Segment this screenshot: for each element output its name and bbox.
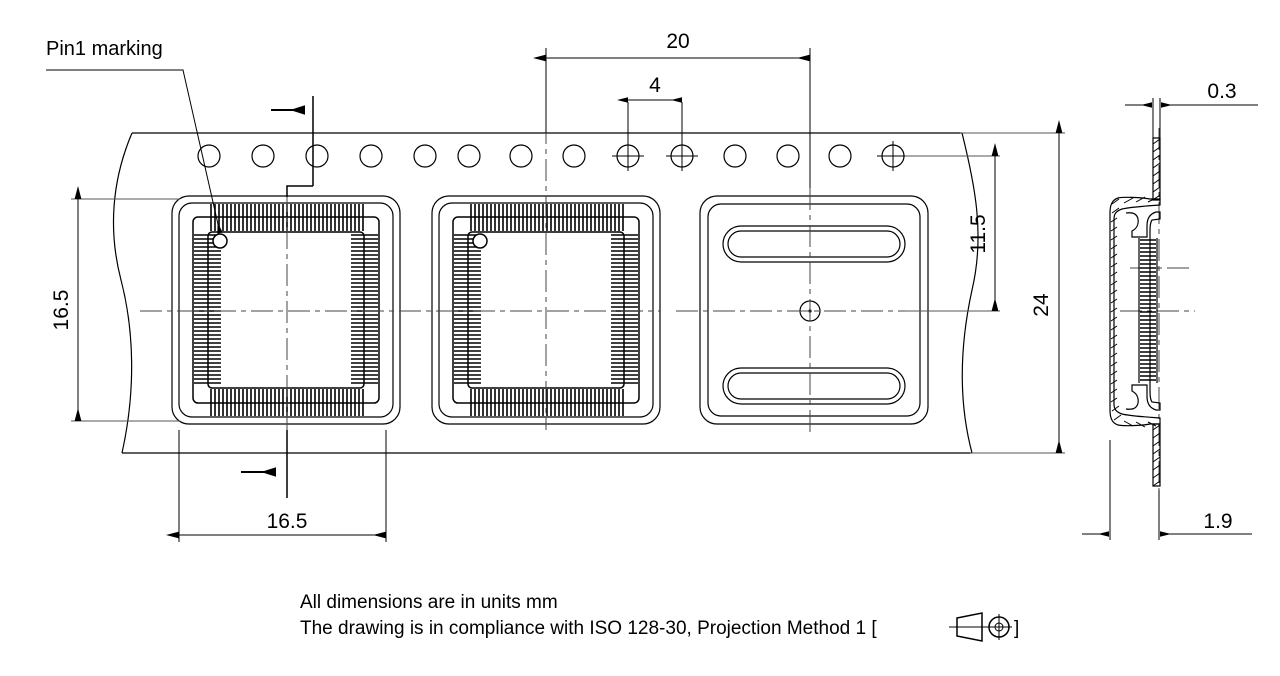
dimension-tape-thickness-0-3: 0.3 — [1125, 80, 1258, 200]
qfp-1-body — [207, 231, 365, 389]
dim-label-4: 4 — [649, 74, 661, 97]
section-arrow-top — [271, 96, 314, 197]
sprocket-hole — [457, 144, 481, 168]
dimension-11-5: 11.5 — [905, 143, 1000, 312]
dimension-pocket-height-16-5: 16.5 — [50, 186, 180, 422]
section-arrow-bottom — [241, 430, 288, 498]
pocket-1-qfp-package — [171, 190, 401, 498]
sprocket-hole — [251, 144, 275, 168]
sprocket-hole — [197, 144, 221, 168]
qfp-1-leads-top — [210, 204, 364, 231]
section-cover-tape-bottom — [1152, 423, 1161, 487]
qfp-1-leads-right — [351, 234, 378, 384]
sprocket-hole — [413, 144, 437, 168]
qfp-1-leads-bottom — [210, 389, 364, 416]
pin1-leader-line — [46, 69, 223, 234]
hole-centermark — [877, 141, 909, 171]
tape-right-break-line — [961, 132, 979, 454]
section-hatch-body — [1110, 196, 1157, 428]
sprocket-hole — [776, 144, 800, 168]
section-lead-stack — [1140, 239, 1156, 381]
sprocket-hole — [562, 144, 586, 168]
section-tape-body-profile — [1109, 196, 1161, 427]
pocket-1-outer-outline — [171, 195, 401, 425]
dim-label-20: 20 — [666, 30, 689, 53]
sprocket-hole — [509, 144, 533, 168]
qfp-2-leads-right — [611, 234, 638, 384]
note-line-1: All dimensions are in units mm — [300, 592, 558, 613]
qfp-2-leads-bottom — [470, 389, 624, 416]
cross-section-side-view — [1109, 128, 1195, 525]
section-retaining-clip — [1125, 211, 1161, 411]
sprocket-hole — [305, 144, 329, 168]
pin1-circle-icon — [472, 233, 488, 249]
pocket-3-empty-cavity — [699, 195, 929, 425]
dimension-pocket-pitch-20: 20 — [533, 30, 811, 188]
section-lead-stack-bounds — [1138, 238, 1158, 383]
dimension-pocket-depth-1-9: 1.9 — [1082, 440, 1252, 540]
pocket-1-inner-outline — [178, 202, 394, 418]
qfp-1-leads-left — [194, 234, 221, 384]
sprocket-hole — [723, 144, 747, 168]
projection-symbol-cone — [956, 612, 983, 642]
dim-label-0-3: 0.3 — [1207, 80, 1236, 103]
pocket-3-top-slot-outer — [722, 225, 906, 263]
pocket-3-bottom-slot-inner — [727, 372, 901, 400]
dim-label-11-5: 11.5 — [967, 214, 990, 253]
qfp-2-leads-left — [454, 234, 481, 384]
dim-label-16-5-horizontal: 16.5 — [267, 510, 308, 533]
section-hatch-bottom — [1152, 424, 1161, 487]
pocket-3-outer-outline — [699, 195, 929, 425]
drawing-notes: All dimensions are in units mm The drawi… — [300, 592, 1019, 642]
pocket-3-top-slot-inner — [727, 230, 901, 258]
tape-left-break-line — [112, 132, 133, 454]
pin1-marking-label: Pin1 marking — [46, 38, 163, 60]
sprocket-hole — [359, 144, 383, 168]
section-arrow-top-jog — [286, 185, 313, 197]
dim-label-16-5-vertical: 16.5 — [50, 290, 73, 331]
dim-label-1-9: 1.9 — [1203, 510, 1232, 533]
dim-label-24: 24 — [1030, 293, 1053, 317]
sprocket-hole — [828, 144, 852, 168]
first-angle-projection-icon — [949, 612, 1012, 642]
section-hatch-top — [1152, 138, 1161, 201]
pocket-2-qfp-package — [431, 195, 661, 425]
pocket-3-inner-outline — [707, 203, 921, 417]
carrier-tape-plan-view — [112, 48, 979, 498]
dimension-tape-width-24: 24 — [960, 120, 1065, 454]
dimension-pocket-width-16-5: 16.5 — [166, 430, 387, 542]
dimension-sprocket-pitch-4: 4 — [617, 74, 683, 171]
pin1-circle-icon — [212, 233, 228, 249]
pin1-marking-callout: Pin1 marking — [46, 38, 223, 234]
pocket-3-bottom-slot-outer — [722, 367, 906, 405]
note-line-2: The drawing is in compliance with ISO 12… — [300, 618, 877, 639]
note-line-2-close-bracket: ] — [1014, 618, 1019, 639]
qfp-2-leads-top — [470, 204, 624, 231]
sprocket-hole-row — [197, 141, 909, 171]
